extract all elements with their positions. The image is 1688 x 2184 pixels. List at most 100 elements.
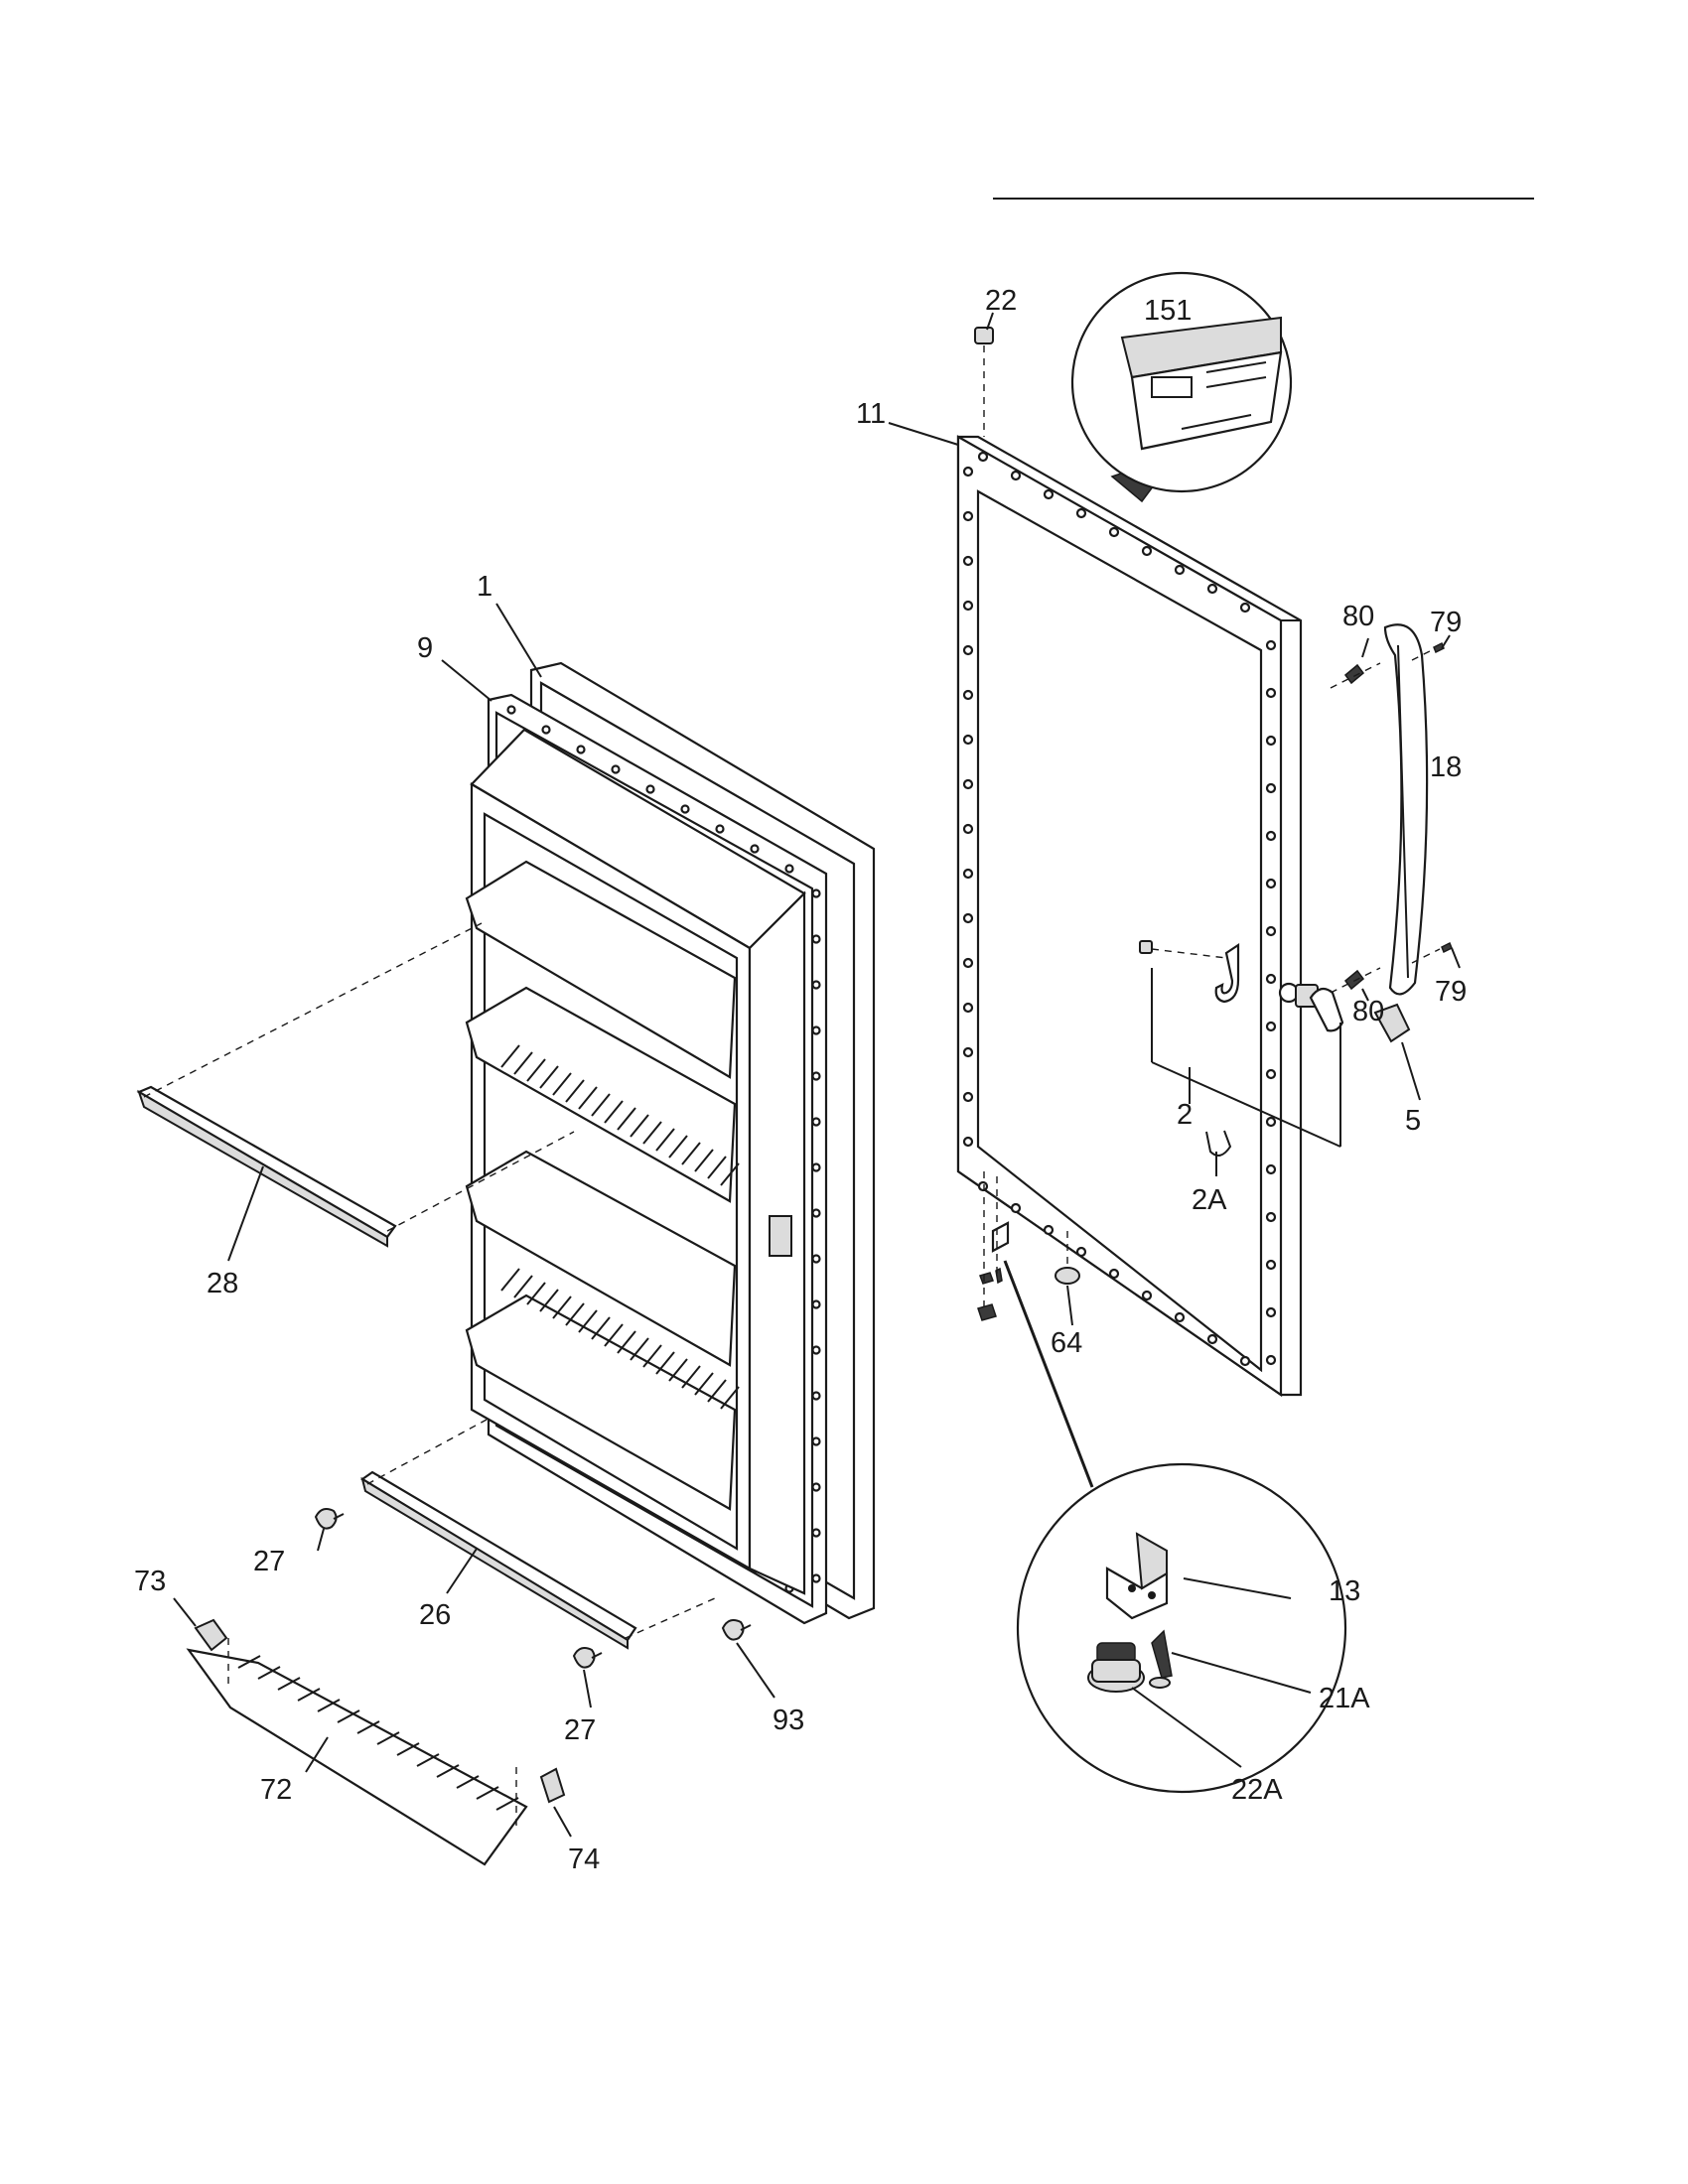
liner-screw-hole (811, 1436, 821, 1446)
shelf-rib (630, 1337, 649, 1361)
callout-2: 2 (1177, 1099, 1193, 1131)
hinge-detail-circle (1003, 1260, 1347, 1794)
bottom-hinge-small (977, 1171, 1080, 1326)
shelf-rib (642, 1344, 662, 1368)
upper-leaders (441, 422, 959, 702)
callout-28: 28 (207, 1268, 238, 1299)
callout-5: 5 (1405, 1105, 1421, 1137)
shelf-rail-28 (136, 922, 575, 1262)
door-screw-hole (1265, 1259, 1277, 1271)
basket-rib (237, 1655, 261, 1669)
liner-screw-hole (811, 1391, 821, 1401)
door-handle (1383, 623, 1429, 996)
door-screw-hole (1265, 1306, 1277, 1318)
shelf-rib (655, 1128, 675, 1152)
basket-rib (456, 1775, 480, 1789)
door-shelves (465, 860, 740, 1511)
liner-screw-hole (811, 1071, 821, 1081)
shelf-rib (617, 1330, 636, 1354)
callout-18: 18 (1430, 751, 1462, 783)
shelf-rib (668, 1135, 688, 1159)
shelf-rib (500, 1044, 520, 1068)
door-screw-hole (1206, 1333, 1218, 1345)
door-screw-hole (1265, 782, 1277, 794)
door-screw-hole (1239, 1355, 1251, 1367)
bottom-rail-26 (359, 1419, 716, 1650)
callout-93: 93 (773, 1705, 804, 1736)
door-screw-hole (962, 1136, 974, 1148)
liner-screw-hole (811, 1528, 821, 1538)
door-screw-hole (1174, 1311, 1186, 1323)
lock-assembly (1139, 940, 1421, 1176)
door-screw-hole (962, 823, 974, 835)
liner-screw-hole (811, 1254, 821, 1264)
basket-rib (436, 1764, 460, 1778)
callout-26: 26 (419, 1599, 451, 1631)
callout-80b: 80 (1352, 996, 1384, 1027)
basket-rib (337, 1709, 360, 1723)
callout-73: 73 (134, 1566, 166, 1597)
liner-screw-hole (811, 1482, 821, 1492)
shelf-rib (655, 1351, 675, 1375)
basket-rib (376, 1731, 400, 1745)
liner-screw-hole (576, 745, 586, 754)
liner-screw-hole (811, 1117, 821, 1127)
door-screw-hole (1108, 1268, 1120, 1280)
door-screw-hole (1265, 1163, 1277, 1175)
door-screw-hole (1265, 1211, 1277, 1223)
shelf-rib (604, 1100, 624, 1124)
door-screw-hole (1265, 687, 1277, 699)
shelf-rib (617, 1107, 636, 1131)
door-screw-hole (1265, 1116, 1277, 1128)
shelf-rib (681, 1365, 701, 1389)
liner-screw-hole (611, 764, 621, 774)
shelf-rib (513, 1051, 533, 1075)
shelf-rib (526, 1282, 546, 1305)
shelf-rib (668, 1358, 688, 1382)
liner-screws (314, 1508, 775, 1708)
shelf-rib (526, 1058, 546, 1082)
liner-screw-hole (750, 844, 760, 854)
shelf-rib (578, 1086, 598, 1110)
shelf-rib (681, 1142, 701, 1165)
callout-74: 74 (568, 1843, 600, 1875)
liner-screw-hole (541, 725, 551, 735)
liner-screw-hole (506, 705, 516, 715)
basket-rib (356, 1720, 380, 1734)
liner-screw-hole (645, 784, 655, 794)
door-screw-hole (1265, 639, 1277, 651)
basket-rib (317, 1699, 341, 1712)
door-screw-hole (1265, 735, 1277, 747)
shelf-rib (539, 1289, 559, 1312)
callout-151: 151 (1144, 295, 1192, 327)
callout-2A: 2A (1192, 1184, 1227, 1216)
callout-22: 22 (985, 285, 1017, 317)
door-screw-hole (962, 734, 974, 746)
door-screw-hole (1265, 878, 1277, 889)
liner-screw-hole (811, 1573, 821, 1583)
shelf-rib (552, 1296, 572, 1319)
door-screw-hole (1265, 830, 1277, 842)
door-screw-hole (1043, 488, 1055, 500)
door-screw-hole (1141, 1290, 1153, 1301)
callout-21A: 21A (1319, 1683, 1370, 1714)
door-screw-hole (962, 466, 974, 478)
liner-screw-hole (784, 864, 794, 874)
door-screw-hole (1075, 1246, 1087, 1258)
door-screw-hole (1075, 507, 1087, 519)
liner-screw-hole (811, 934, 821, 944)
door-screw-hole (1265, 1354, 1277, 1366)
door-screw-hole (962, 644, 974, 656)
shelf-rib (591, 1316, 611, 1340)
door-screw-hole (962, 600, 974, 612)
liner-screw-hole (811, 1299, 821, 1309)
door-screw-hole (1265, 1068, 1277, 1080)
liner-screw-hole (811, 1208, 821, 1218)
callout-1: 1 (477, 571, 492, 603)
shelf-rib (720, 1162, 740, 1186)
callout-22A: 22A (1231, 1774, 1283, 1806)
callout-79a: 79 (1430, 607, 1462, 638)
basket-rib (495, 1797, 519, 1811)
door-screw-hole (977, 451, 989, 463)
